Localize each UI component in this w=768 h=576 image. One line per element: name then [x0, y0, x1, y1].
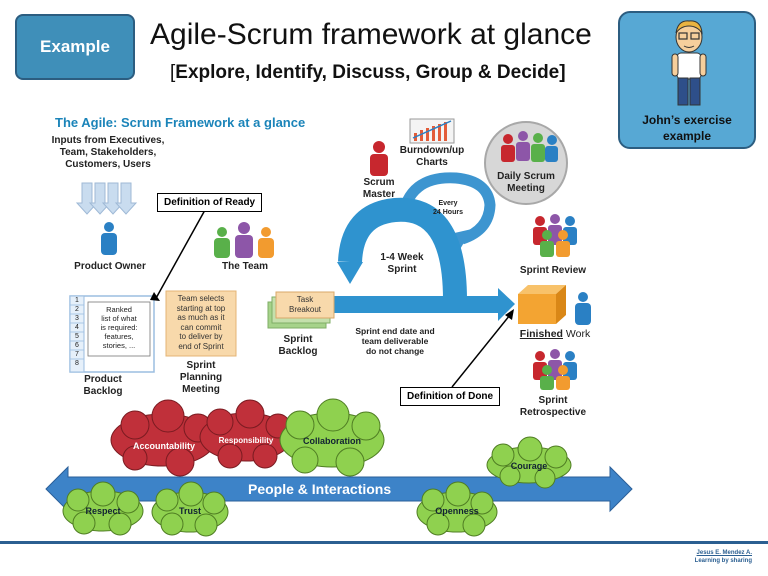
- footer-tagline: Learning by sharing: [694, 558, 752, 564]
- sprint-retro-label: Sprint Retrospective: [519, 395, 587, 418]
- sprint-loop-arrowhead: [337, 262, 363, 284]
- every-24-hours-label: Every 24 Hours: [433, 200, 463, 216]
- footer-divider: [0, 541, 768, 544]
- accountability-cloud: [110, 399, 216, 477]
- finished-work-label: Finished Work: [519, 328, 591, 340]
- task-breakout-note: Task Breakout: [288, 295, 322, 314]
- sprint-planning-label: Sprint Planning Meeting: [179, 360, 223, 395]
- backlog-note: Ranked list of what is required: feature…: [100, 305, 138, 350]
- footer-credit: Jesus E. Mendez A. Learning by sharing: [695, 549, 752, 565]
- cartoon-person-icon: [671, 20, 707, 106]
- sprint-backlog-stack: [267, 291, 335, 329]
- scrum-master-icon: [370, 141, 388, 176]
- collaboration-label: Collaboration: [303, 436, 361, 446]
- the-team-label: The Team: [222, 261, 268, 272]
- finished-work-cube-icon: [518, 285, 566, 324]
- page-subtitle: [Explore, Identify, Discuss, Group & Dec…: [170, 62, 566, 84]
- diagram-title: The Agile: Scrum Framework at a glance: [55, 115, 306, 130]
- sprint-retro-people-icon: [533, 349, 577, 390]
- definition-of-ready-line: [154, 209, 206, 301]
- product-owner-label: Product Owner: [74, 261, 146, 272]
- product-owner-icon: [101, 222, 117, 255]
- subtitle-bracket: [: [170, 62, 176, 83]
- openness-cloud: [416, 481, 498, 537]
- backlog-numbers: 1 2 3 4 5 6 7 8: [75, 297, 79, 367]
- daily-scrum-label: Daily Scrum Meeting: [497, 171, 555, 194]
- daily-scrum-people-icon: [501, 131, 558, 162]
- product-backlog-sheet: [69, 295, 155, 373]
- sprint-end-note: Sprint end date and team deliverable do …: [355, 326, 435, 356]
- burndown-chart-icon: [409, 118, 455, 144]
- team-icon: [214, 222, 274, 258]
- author-link[interactable]: Jesus E. Mendez A.: [696, 550, 752, 556]
- page-title: Agile-Scrum framework at glance: [150, 18, 592, 51]
- sprint-cycle-label: 1-4 Week Sprint: [380, 252, 424, 275]
- respect-label: Respect: [85, 506, 121, 516]
- collaboration-cloud: [279, 398, 385, 477]
- subtitle-text: Explore, Identify, Discuss, Group & Deci…: [175, 62, 566, 83]
- courage-cloud: [486, 436, 572, 489]
- scrum-master-label: Scrum Master: [362, 177, 396, 200]
- people-interactions-label: People & Interactions: [248, 481, 392, 497]
- openness-label: Openness: [435, 506, 479, 516]
- trust-label: Trust: [178, 506, 201, 516]
- burndown-label: Burndown/up Charts: [399, 145, 465, 168]
- planning-note: Team selects starting at top as much as …: [176, 294, 226, 351]
- finished-person-icon: [575, 292, 591, 325]
- sprint-backlog-label: Sprint Backlog: [278, 334, 318, 357]
- planning-note-box: [165, 290, 237, 357]
- johns-caption: John’s exercise example: [642, 113, 732, 143]
- product-backlog-label: Product Backlog: [83, 374, 123, 397]
- courage-label: Courage: [510, 461, 548, 471]
- trust-cloud: [151, 481, 229, 537]
- sprint-flow-arrow: [300, 296, 500, 313]
- sprint-review-label: Sprint Review: [519, 265, 587, 276]
- definition-of-ready-callout: Definition of Ready: [157, 193, 263, 212]
- example-badge: Example: [15, 14, 135, 80]
- inputs-arrows-icon: [75, 182, 138, 215]
- johns-example-panel: John’s exercise example: [618, 11, 756, 149]
- accountability-label: Accountability: [132, 441, 195, 451]
- responsibility-label: Responsibility: [218, 436, 274, 445]
- definition-of-done-line: [451, 314, 511, 388]
- inputs-label: Inputs from Executives, Team, Stakeholde…: [51, 135, 165, 170]
- respect-cloud: [62, 481, 144, 536]
- responsibility-cloud: [199, 399, 293, 469]
- sprint-review-people-icon: [533, 214, 577, 257]
- definition-of-done-callout: Definition of Done: [400, 387, 501, 406]
